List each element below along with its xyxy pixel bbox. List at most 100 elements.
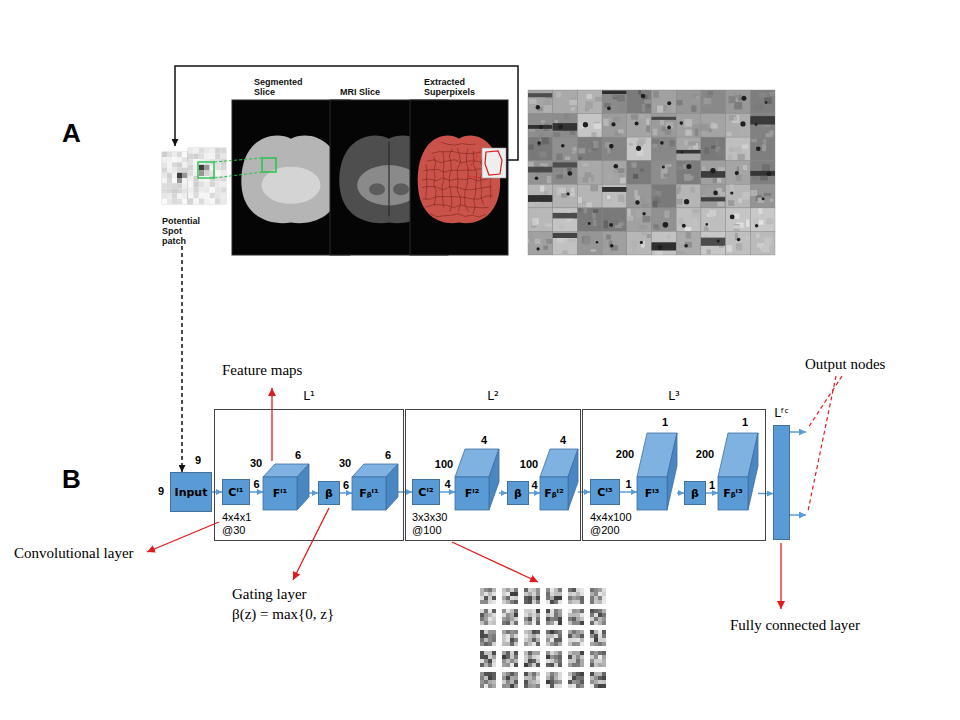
filter-pixel bbox=[488, 655, 492, 659]
filter-pixel bbox=[558, 638, 562, 642]
filter-pixel bbox=[590, 592, 594, 596]
filter-pixel bbox=[532, 621, 536, 625]
mosaic-texture bbox=[665, 129, 672, 135]
mosaic-spot bbox=[735, 171, 739, 175]
mosaic-texture bbox=[679, 243, 684, 248]
filter-pixel bbox=[514, 659, 518, 663]
slice-image bbox=[410, 100, 508, 255]
filter-pixel bbox=[532, 651, 536, 655]
filter-pixel bbox=[568, 684, 572, 688]
pixel bbox=[172, 152, 177, 157]
mosaic-texture bbox=[582, 163, 588, 166]
mosaic-texture bbox=[585, 172, 592, 177]
mosaic-tile bbox=[726, 208, 751, 232]
filter-pixel bbox=[502, 680, 506, 684]
pixel bbox=[221, 148, 226, 154]
filter-pixel bbox=[488, 676, 492, 680]
mosaic-texture bbox=[729, 148, 734, 152]
filter-pixel bbox=[514, 588, 518, 592]
mosaic-texture bbox=[609, 118, 612, 121]
filter-pixel bbox=[502, 630, 506, 634]
filter-pixel bbox=[524, 651, 528, 655]
edge-label: 1 bbox=[709, 479, 715, 492]
filter-pixel bbox=[598, 596, 602, 600]
pixel bbox=[167, 194, 172, 199]
filter-pixel bbox=[572, 634, 576, 638]
filter-pixel bbox=[484, 659, 488, 663]
filter-pixel bbox=[510, 621, 514, 625]
filter-pixel bbox=[572, 642, 576, 646]
filter-pixel bbox=[572, 655, 576, 659]
mosaic-tile bbox=[602, 90, 627, 114]
mosaic-texture bbox=[528, 195, 553, 202]
layer-block: β bbox=[684, 481, 706, 505]
mosaic-texture bbox=[603, 242, 606, 249]
filter-pixel bbox=[554, 609, 558, 613]
filter-pixel bbox=[510, 588, 514, 592]
filter-pixel bbox=[572, 676, 576, 680]
superpixel-border bbox=[434, 156, 437, 205]
pixel bbox=[177, 194, 182, 199]
mosaic-tile bbox=[726, 114, 751, 138]
mosaic-spot bbox=[756, 146, 761, 151]
pixel bbox=[215, 170, 220, 176]
block-side-face bbox=[297, 464, 309, 510]
mosaic-texture bbox=[701, 197, 726, 201]
mosaic-texture bbox=[587, 202, 592, 207]
superpixel-border bbox=[423, 196, 493, 199]
filter-pixel bbox=[550, 592, 554, 596]
mosaic-tile bbox=[701, 208, 726, 232]
mosaic-texture bbox=[685, 227, 692, 231]
mosaic-spot bbox=[635, 122, 639, 126]
mosaic-texture bbox=[734, 117, 738, 121]
filter-pixel bbox=[536, 596, 540, 600]
pixel bbox=[172, 157, 177, 162]
kernel-size: 4x4x1 @30 bbox=[222, 511, 251, 537]
mosaic-texture bbox=[718, 150, 725, 157]
filter-pixel bbox=[576, 600, 580, 604]
connector bbox=[340, 492, 352, 494]
filter-pixel bbox=[598, 600, 602, 604]
filter-pixel bbox=[576, 672, 580, 676]
pixel bbox=[167, 168, 172, 173]
filter-pixel bbox=[492, 630, 496, 634]
mosaic-texture bbox=[738, 198, 742, 203]
mosaic-tile bbox=[577, 184, 602, 208]
mosaic-texture bbox=[746, 219, 749, 227]
mosaic-spot bbox=[537, 141, 540, 144]
mosaic-tile bbox=[750, 231, 775, 255]
filter-pixel bbox=[492, 600, 496, 604]
pixel bbox=[177, 173, 182, 178]
filter-pixel bbox=[524, 676, 528, 680]
mosaic-spot bbox=[667, 126, 671, 130]
filter-pixel bbox=[528, 642, 532, 646]
mosaic-texture bbox=[529, 145, 534, 150]
annotation: Gating layer bbox=[232, 586, 307, 603]
mosaic-texture bbox=[653, 129, 658, 136]
pixel bbox=[162, 188, 167, 193]
pixel bbox=[199, 193, 204, 199]
pixel bbox=[177, 162, 182, 167]
superpixel-border bbox=[422, 178, 492, 181]
mosaic-tile bbox=[553, 231, 578, 255]
mosaic-texture bbox=[637, 141, 643, 147]
mosaic-texture bbox=[532, 219, 537, 226]
edge-label: 4 bbox=[444, 478, 450, 491]
filter-pixel bbox=[550, 609, 554, 613]
block-front-face bbox=[637, 477, 667, 510]
mosaic-texture bbox=[640, 196, 644, 204]
filter-pixel bbox=[528, 621, 532, 625]
filter-pixel bbox=[480, 613, 484, 617]
filter-pixel bbox=[558, 588, 562, 592]
output-arrow bbox=[790, 431, 806, 433]
filter-pixel bbox=[576, 592, 580, 596]
zoom-line bbox=[214, 172, 262, 178]
mosaic-texture bbox=[529, 202, 534, 206]
filter-pixel bbox=[546, 642, 550, 646]
filter-pixel bbox=[484, 634, 488, 638]
pixel bbox=[177, 188, 182, 193]
filter-pixel bbox=[492, 638, 496, 642]
pixel bbox=[177, 152, 182, 157]
pixel bbox=[188, 165, 193, 171]
filter-pixel bbox=[554, 634, 558, 638]
